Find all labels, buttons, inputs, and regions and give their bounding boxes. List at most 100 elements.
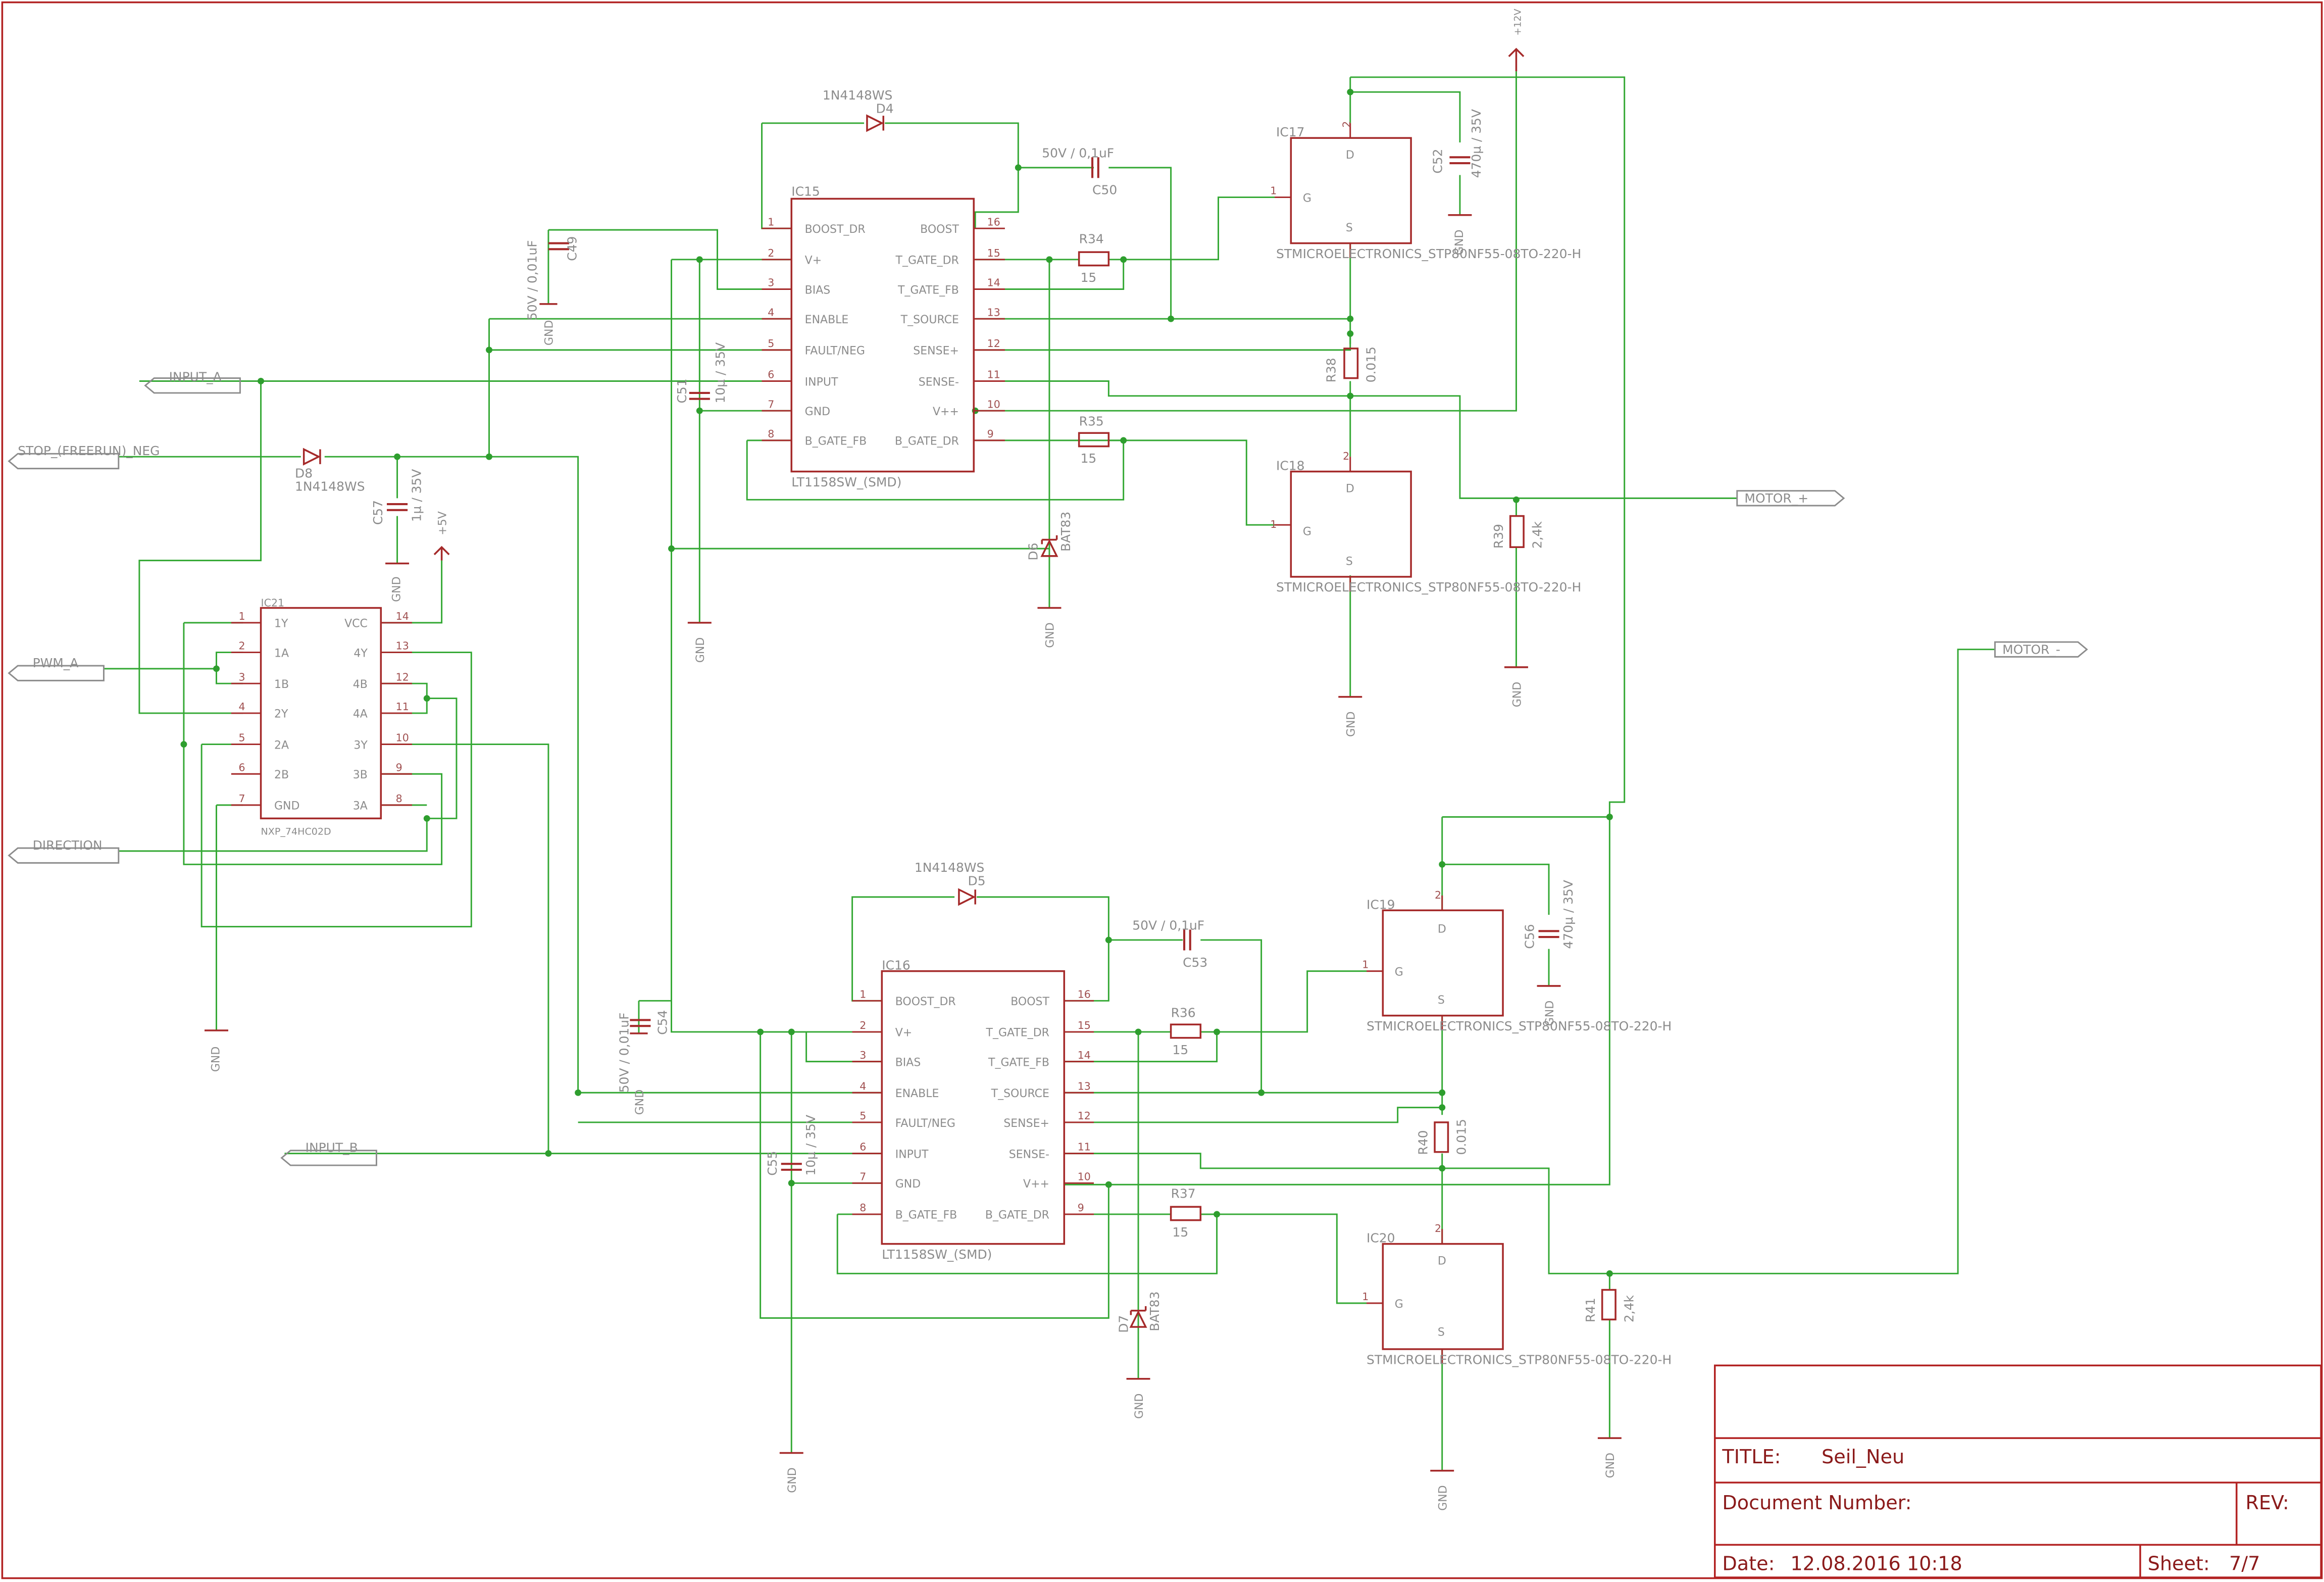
ic21-pin-number: 2: [239, 640, 245, 652]
r39-name: R39: [1491, 524, 1506, 549]
ic16-pin-number: 6: [860, 1141, 866, 1153]
c56-value: 470µ / 35V: [1561, 880, 1576, 949]
ic20-value: STMICROELECTRONICS_STP80NF55-08TO-220-H: [1367, 1352, 1672, 1367]
sheet-label: Sheet:: [2148, 1552, 2210, 1574]
d8-symbol: [302, 448, 321, 466]
gnd-label: GND: [1453, 230, 1466, 255]
ic16-pin-number: 14: [1078, 1049, 1091, 1061]
ic15-pin-label: ENABLE: [805, 314, 849, 326]
d8-value: 1N4148WS: [295, 479, 365, 494]
gnd-label: GND: [694, 637, 707, 663]
ic15-name: IC15: [791, 184, 820, 199]
gnd-label: GND: [634, 1090, 646, 1115]
r38-body: [1343, 348, 1359, 379]
ic21-value: NXP_74HC02D: [261, 826, 331, 837]
r41-body: [1601, 1289, 1616, 1321]
ic15-pin-label: B_GATE_FB: [805, 435, 867, 448]
ic18-drain-label: D: [1346, 483, 1354, 496]
ic15-pin-label: T_GATE_DR: [895, 255, 959, 267]
ic21-pin-label: 1A: [274, 647, 289, 660]
gnd-label: GND: [1345, 711, 1358, 736]
ic17-pin-number: 2: [1341, 121, 1353, 128]
ic16-pin-label: FAULT/NEG: [895, 1117, 955, 1130]
ic16-pin-number: 10: [1078, 1170, 1091, 1182]
ic21-pin-number: 8: [396, 793, 402, 805]
c54-value: 50V / 0,01uF: [617, 1013, 631, 1093]
c52-name: C52: [1431, 149, 1445, 173]
c56-plates: [1538, 930, 1559, 938]
c54-plates: [630, 1019, 651, 1027]
c50-name: C50: [1092, 183, 1117, 197]
ic19-pin-number: 2: [1435, 889, 1441, 901]
mosfet-ic19: IC19 G D S 1 2 STMICROELECTRONICS_STP80N…: [1362, 889, 1672, 1033]
c49-name: C49: [565, 236, 580, 261]
d5-symbol: [958, 888, 976, 906]
r36-value: 15: [1173, 1043, 1189, 1057]
ic19-gate-label: G: [1395, 966, 1403, 978]
ic21-pin-label: VCC: [344, 618, 368, 630]
ic16-pin-number: 11: [1078, 1141, 1091, 1153]
ic21-pin-label: 2Y: [274, 708, 288, 721]
ic17-gate-label: G: [1303, 192, 1311, 205]
r34-value: 15: [1081, 270, 1097, 285]
ic15-pin-number: 4: [768, 306, 774, 318]
r37-name: R37: [1171, 1186, 1196, 1201]
c56-name: C56: [1523, 924, 1537, 949]
port-input-b-label: INPUT_B: [306, 1141, 358, 1155]
ic16-pin-label: V++: [1023, 1178, 1049, 1191]
port-motor-plus: [1736, 490, 1845, 507]
date-value: 12.08.2016 10:18: [1790, 1552, 1962, 1574]
ic16-pin-number: 8: [860, 1202, 866, 1214]
ic18-pin-number: 2: [1343, 450, 1349, 462]
ic15-pin-number: 5: [768, 337, 774, 350]
ic15-pin-label: GND: [805, 406, 830, 418]
ic20-name: IC20: [1367, 1231, 1395, 1246]
ic21-pin-number: 6: [239, 761, 245, 773]
ic15-value: LT1158SW_(SMD): [791, 475, 901, 489]
ic21-pin-number: 10: [396, 732, 409, 744]
ic21-pin-number: 12: [396, 671, 409, 683]
ic21-pin-number: 11: [396, 701, 409, 713]
ic21-pin-number: 3: [239, 671, 245, 683]
c57-name: C57: [371, 500, 385, 525]
ic15-pin-number: 3: [768, 277, 774, 289]
c50-value: 50V / 0,1uF: [1042, 145, 1114, 160]
r35-value: 15: [1081, 451, 1097, 466]
ic17-drain-label: D: [1346, 149, 1354, 162]
port-motor-minus: [1994, 641, 2088, 658]
gnd-label: GND: [1544, 1001, 1556, 1026]
ic15-pin-label: B_GATE_DR: [895, 435, 959, 448]
ic17-pin-number: 1: [1270, 185, 1277, 197]
port-motor-plus-label: MOTOR_+: [1744, 491, 1808, 506]
ic21-pin-label: 3A: [353, 800, 368, 813]
ic21-pin-number: 14: [396, 610, 409, 622]
ic16-pin-label: T_SOURCE: [991, 1087, 1049, 1100]
c54-name: C54: [655, 1010, 670, 1035]
ground-symbols: [205, 214, 1622, 1472]
ic21-pin-number: 4: [239, 701, 245, 713]
ic15-pin-label: V++: [933, 406, 959, 418]
ic16-pin-label: BIAS: [895, 1056, 921, 1069]
r37-value: 15: [1173, 1225, 1189, 1240]
ic16-pin-number: 5: [860, 1110, 866, 1122]
ic18-pin-number: 1: [1270, 518, 1277, 530]
c55-plates: [781, 1163, 802, 1171]
d5-name: D5: [968, 873, 986, 888]
gnd-label: GND: [1511, 682, 1524, 707]
port-direction: [8, 847, 120, 864]
ic20-gate-label: G: [1395, 1298, 1403, 1311]
ic15-pin-number: 8: [768, 428, 774, 440]
ic16-pin-number: 2: [860, 1019, 866, 1031]
d6-name: D6: [1026, 543, 1040, 561]
ic18-source-label: S: [1346, 555, 1353, 568]
ic15-pin-number: 1: [768, 216, 774, 228]
ic21-pin-label: 3Y: [353, 739, 368, 752]
ic16-pin-number: 12: [1078, 1110, 1091, 1122]
ic16-pin-label: ENABLE: [895, 1087, 939, 1100]
title-label: TITLE:: [1722, 1446, 1781, 1468]
r34-name: R34: [1079, 232, 1104, 246]
ic16-pin-number: 9: [1078, 1202, 1084, 1214]
d4-value: 1N4148WS: [823, 88, 892, 103]
ic21-name: IC21: [261, 597, 285, 609]
